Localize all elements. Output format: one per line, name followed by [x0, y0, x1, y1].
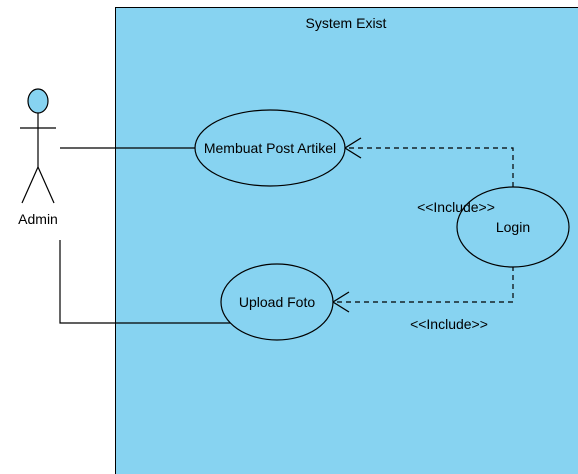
use-case-label: Upload Foto — [239, 294, 315, 310]
actor-head — [27, 88, 49, 114]
use-case-login[interactable]: Login — [456, 186, 570, 268]
admin-actor[interactable]: Admin — [18, 88, 58, 227]
system-title: System Exist — [306, 15, 387, 31]
include-edge-login-upload-foto — [333, 266, 514, 303]
use-case-upload-foto[interactable]: Upload Foto — [220, 263, 334, 341]
include-label-upload-foto: <<Include>> — [410, 316, 488, 332]
use-case-label: Membuat Post Artikel — [204, 140, 336, 156]
actor-left-leg — [21, 166, 39, 204]
association-admin-upload-foto — [59, 240, 232, 324]
use-case-membuat-post-artikel[interactable]: Membuat Post Artikel — [194, 109, 346, 187]
include-label-membuat-post-artikel: <<Include>> — [417, 199, 495, 215]
use-case-label: Login — [496, 219, 530, 235]
actor-right-leg — [37, 166, 55, 204]
include-edge-login-membuat-post-artikel — [345, 147, 514, 187]
actor-label: Admin — [18, 211, 58, 227]
